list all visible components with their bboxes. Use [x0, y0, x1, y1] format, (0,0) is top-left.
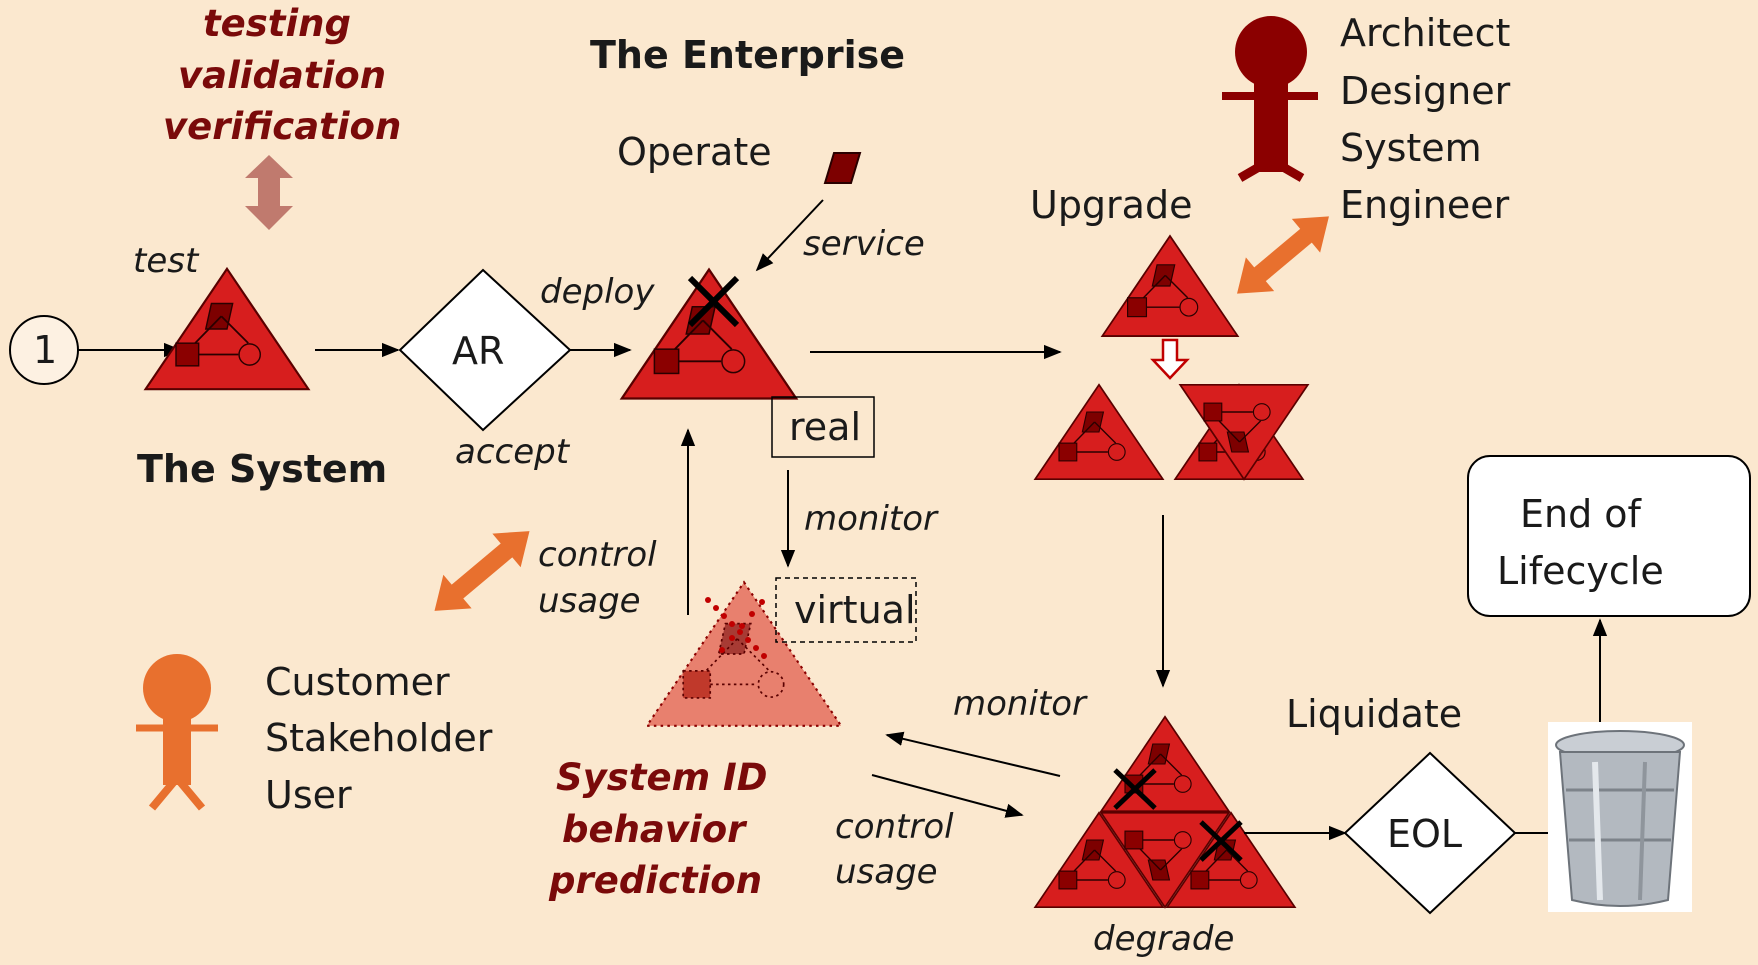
- degrade-label: degrade: [1093, 919, 1234, 959]
- prediction-label: prediction: [548, 859, 762, 902]
- system-id-label: System ID: [556, 756, 768, 799]
- double-arrow-vertical-icon: [245, 155, 293, 230]
- control-label: control: [538, 535, 657, 575]
- real-box: [771, 396, 875, 458]
- double-arrow-customer-icon: [434, 531, 530, 611]
- operate-shape-icon: [823, 152, 862, 184]
- liquidate-label: Liquidate: [1286, 692, 1462, 736]
- cross-icon: [1199, 820, 1243, 862]
- dotted-cross-icon: [705, 597, 767, 659]
- virtual-box: [775, 577, 917, 643]
- engineer-role: Engineer: [1340, 183, 1510, 227]
- cross-icon: [1113, 768, 1157, 810]
- enterprise-title: The Enterprise: [590, 33, 905, 77]
- down-arrow-icon: [1150, 338, 1190, 380]
- control-bottom-label: control: [835, 807, 954, 847]
- behavior-label: behavior: [562, 808, 748, 851]
- customer-person-icon: [136, 654, 218, 811]
- architect-person-icon: [1222, 16, 1318, 182]
- test-label: test: [133, 241, 200, 281]
- monitor-label: monitor: [804, 499, 939, 539]
- cross-icon: [687, 275, 740, 328]
- accept-label: accept: [455, 432, 571, 472]
- eol-diamond: [1343, 751, 1517, 915]
- ar-diamond: [398, 268, 572, 432]
- ar-label: AR: [452, 329, 504, 373]
- service-label: service: [803, 224, 925, 264]
- eol-label: EOL: [1387, 812, 1462, 856]
- testing-label: testing: [203, 2, 351, 45]
- real-label: real: [789, 405, 861, 449]
- deploy-label: deploy: [540, 272, 655, 312]
- system-role: System: [1340, 126, 1482, 170]
- user-role: User: [265, 773, 352, 817]
- arrow-control-bottom: [871, 774, 1024, 818]
- lifecycle-label: Lifecycle: [1497, 549, 1664, 593]
- designer-role: Designer: [1340, 69, 1511, 113]
- verification-label: verification: [163, 105, 401, 148]
- double-arrow-engineer-icon: [1237, 216, 1329, 294]
- stakeholder-role: Stakeholder: [265, 716, 493, 760]
- end-of-label: End of: [1520, 492, 1643, 536]
- virtual-label: virtual: [794, 588, 916, 632]
- usage-bottom-label: usage: [835, 852, 938, 892]
- arrow-service: [755, 199, 824, 272]
- trash-can-icon: [1548, 722, 1692, 912]
- upgrade-label: Upgrade: [1030, 183, 1192, 227]
- arrow-monitor-bottom: [885, 731, 1061, 777]
- system-label: The System: [137, 447, 387, 491]
- customer-role: Customer: [265, 660, 450, 704]
- architect-role: Architect: [1340, 11, 1510, 55]
- operate-label: Operate: [617, 130, 772, 174]
- validation-label: validation: [178, 54, 386, 97]
- end-of-lifecycle-box: [1467, 455, 1751, 617]
- start-node-label: 1: [33, 328, 57, 372]
- monitor-bottom-label: monitor: [953, 684, 1088, 724]
- usage-label: usage: [538, 581, 641, 621]
